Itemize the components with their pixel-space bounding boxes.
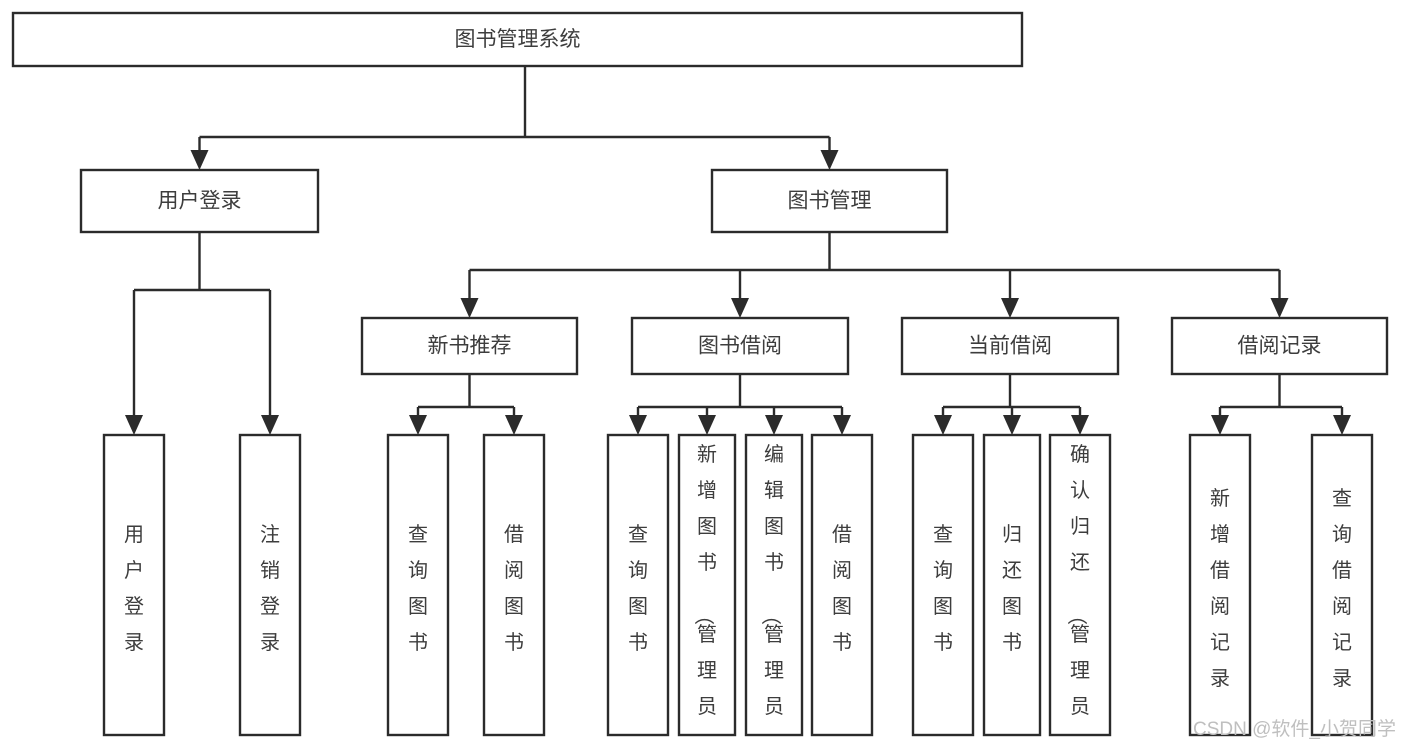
arrow-head-icon (1270, 298, 1289, 318)
level3-node-label: 新书推荐 (428, 335, 512, 358)
leaf-node-label: 借阅图书 (832, 523, 852, 654)
level3-node-rect (360, 316, 579, 376)
arrow-head-icon (833, 415, 851, 435)
leaf-node-rect (1188, 433, 1252, 737)
level2-node-rect (79, 168, 320, 234)
arrow-head-icon (261, 415, 279, 435)
level2-node[interactable]: 图书管理 (710, 168, 949, 234)
arrow-head-icon (934, 415, 952, 435)
level2-node-rect (710, 168, 949, 234)
leaf-node[interactable]: 新增借阅记录 (1188, 433, 1252, 737)
level3-node[interactable]: 借阅记录 (1170, 316, 1389, 376)
arrow-head-icon (1071, 415, 1089, 435)
arrow-head-icon (125, 415, 143, 435)
leaf-node-label: 借阅图书 (504, 523, 524, 654)
arrow-head-icon (1003, 415, 1021, 435)
level2-node-label: 用户登录 (158, 190, 242, 213)
arrow-head-icon (629, 415, 647, 435)
leaf-node-label: 查询图书 (408, 523, 428, 654)
root-node-rect (11, 11, 1024, 68)
root-node[interactable]: 图书管理系统 (11, 11, 1024, 68)
level3-node-rect (630, 316, 850, 376)
leaf-node-rect (1310, 433, 1374, 737)
level3-node-label: 图书借阅 (698, 335, 782, 358)
leaf-node-rect (1048, 433, 1112, 737)
leaf-node[interactable]: 查询图书 (606, 433, 670, 737)
root-node-label: 图书管理系统 (455, 28, 581, 51)
leaf-node-label: 新增借阅记录 (1210, 487, 1230, 690)
leaf-node-rect (982, 433, 1042, 737)
leaf-node-rect (482, 433, 546, 737)
level3-node-rect (900, 316, 1120, 376)
leaf-node[interactable]: 确认归还（管理员） (1048, 433, 1112, 747)
arrow-head-icon (1211, 415, 1229, 435)
leaf-node[interactable]: 查询图书 (386, 433, 450, 737)
leaf-node[interactable]: 用户登录 (102, 433, 166, 737)
leaf-node-label: 查询图书 (628, 523, 648, 654)
leaf-node[interactable]: 查询借阅记录 (1310, 433, 1374, 737)
level2-node[interactable]: 用户登录 (79, 168, 320, 234)
leaf-node-label: 查询图书 (933, 523, 953, 654)
leaf-node-label: 确认归还（管理员） (1065, 443, 1090, 747)
arrow-head-icon (190, 150, 209, 170)
leaf-node-label: 注销登录 (260, 523, 280, 654)
arrow-head-icon (460, 298, 479, 318)
leaf-node-label: 归还图书 (1002, 523, 1022, 654)
leaf-node[interactable]: 借阅图书 (810, 433, 874, 737)
level3-node[interactable]: 图书借阅 (630, 316, 850, 376)
level3-node-label: 当前借阅 (968, 335, 1052, 358)
leaf-node-rect (386, 433, 450, 737)
leaf-node-rect (238, 433, 302, 737)
level3-node[interactable]: 当前借阅 (900, 316, 1120, 376)
leaf-node-rect (810, 433, 874, 737)
arrow-head-icon (505, 415, 523, 435)
leaf-node-label: 编辑图书（管理员） (759, 443, 784, 747)
level2-node-label: 图书管理 (788, 190, 872, 213)
leaf-node-rect (677, 433, 737, 737)
nodes-layer: 图书管理系统用户登录图书管理新书推荐图书借阅当前借阅借阅记录用户登录注销登录查询… (11, 11, 1389, 747)
arrow-head-icon (731, 298, 749, 318)
leaf-node-label: 新增图书（管理员） (692, 443, 717, 747)
leaf-node[interactable]: 新增图书（管理员） (677, 433, 737, 747)
arrow-head-icon (1333, 415, 1351, 435)
leaf-node-rect (744, 433, 804, 737)
connectors-layer (125, 66, 1351, 435)
arrow-head-icon (1001, 298, 1019, 318)
leaf-node[interactable]: 编辑图书（管理员） (744, 433, 804, 747)
leaf-node-rect (606, 433, 670, 737)
level3-node-rect (1170, 316, 1389, 376)
level3-node-label: 借阅记录 (1238, 335, 1322, 358)
arrow-head-icon (409, 415, 427, 435)
arrow-head-icon (765, 415, 783, 435)
leaf-node[interactable]: 注销登录 (238, 433, 302, 737)
csdn-watermark: CSDN @软件_小贺同学 (1193, 718, 1396, 740)
leaf-node[interactable]: 查询图书 (911, 433, 975, 737)
leaf-node-label: 用户登录 (124, 524, 144, 654)
arrow-head-icon (820, 150, 839, 170)
leaf-node[interactable]: 归还图书 (982, 433, 1042, 737)
leaf-node-label: 查询借阅记录 (1332, 487, 1352, 690)
leaf-node[interactable]: 借阅图书 (482, 433, 546, 737)
leaf-node-rect (911, 433, 975, 737)
leaf-node-rect (102, 433, 166, 737)
level3-node[interactable]: 新书推荐 (360, 316, 579, 376)
arrow-head-icon (698, 415, 716, 435)
